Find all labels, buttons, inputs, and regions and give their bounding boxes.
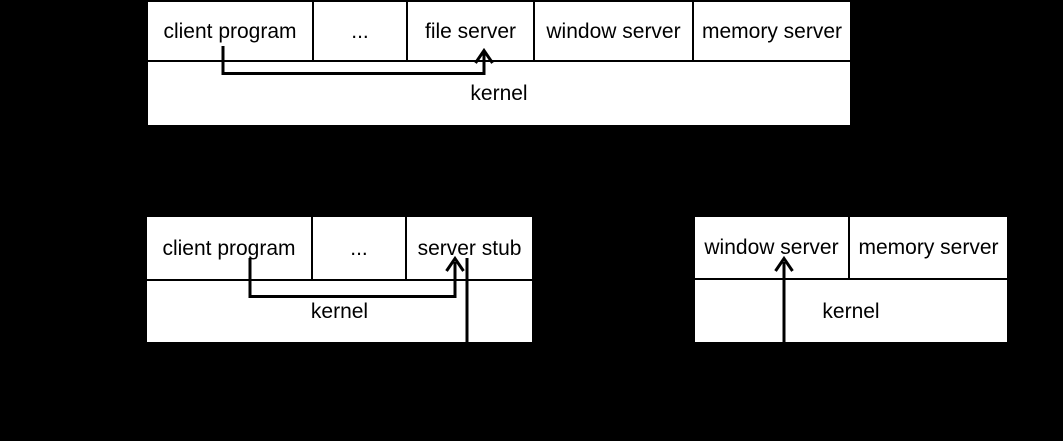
kernel-band: kernel (147, 281, 532, 342)
cell-label: server stub (417, 236, 522, 260)
cell-label: client program (163, 19, 297, 43)
cell-label: client program (162, 236, 296, 260)
process-row: client program ... file server window se… (148, 2, 850, 62)
kernel-band: kernel (148, 62, 850, 125)
cell-server-stub: server stub (407, 217, 532, 279)
kernel-label: kernel (470, 82, 528, 105)
cell-memory-server: memory server (850, 217, 1007, 278)
cell-label: file server (424, 19, 517, 43)
kernel-band: kernel (695, 280, 1007, 342)
cell-file-server: file server (408, 2, 535, 60)
diagram-client-server-stub: client program ... server stub kernel (145, 215, 534, 344)
cell-ellipsis: ... (313, 217, 407, 279)
kernel-label: kernel (310, 300, 369, 323)
diagram-user-level-servers: window server memory server kernel (693, 215, 1009, 344)
cell-label: window server (704, 236, 839, 259)
kernel-label: kernel (822, 299, 880, 323)
cell-label: ... (350, 236, 368, 260)
cell-window-server: window server (535, 2, 694, 60)
process-row: client program ... server stub (147, 217, 532, 281)
cell-label: memory server (858, 236, 999, 259)
cell-label: memory server (701, 19, 843, 43)
cell-memory-server: memory server (694, 2, 850, 60)
cell-label: window server (546, 19, 681, 43)
diagram-kernel-based-servers: client program ... file server window se… (146, 0, 852, 127)
process-row: window server memory server (695, 217, 1007, 280)
cell-window-server: window server (695, 217, 850, 278)
cell-label: ... (351, 19, 369, 43)
cell-ellipsis: ... (314, 2, 408, 60)
cell-client-program: client program (147, 217, 313, 279)
cell-client-program: client program (148, 2, 314, 60)
